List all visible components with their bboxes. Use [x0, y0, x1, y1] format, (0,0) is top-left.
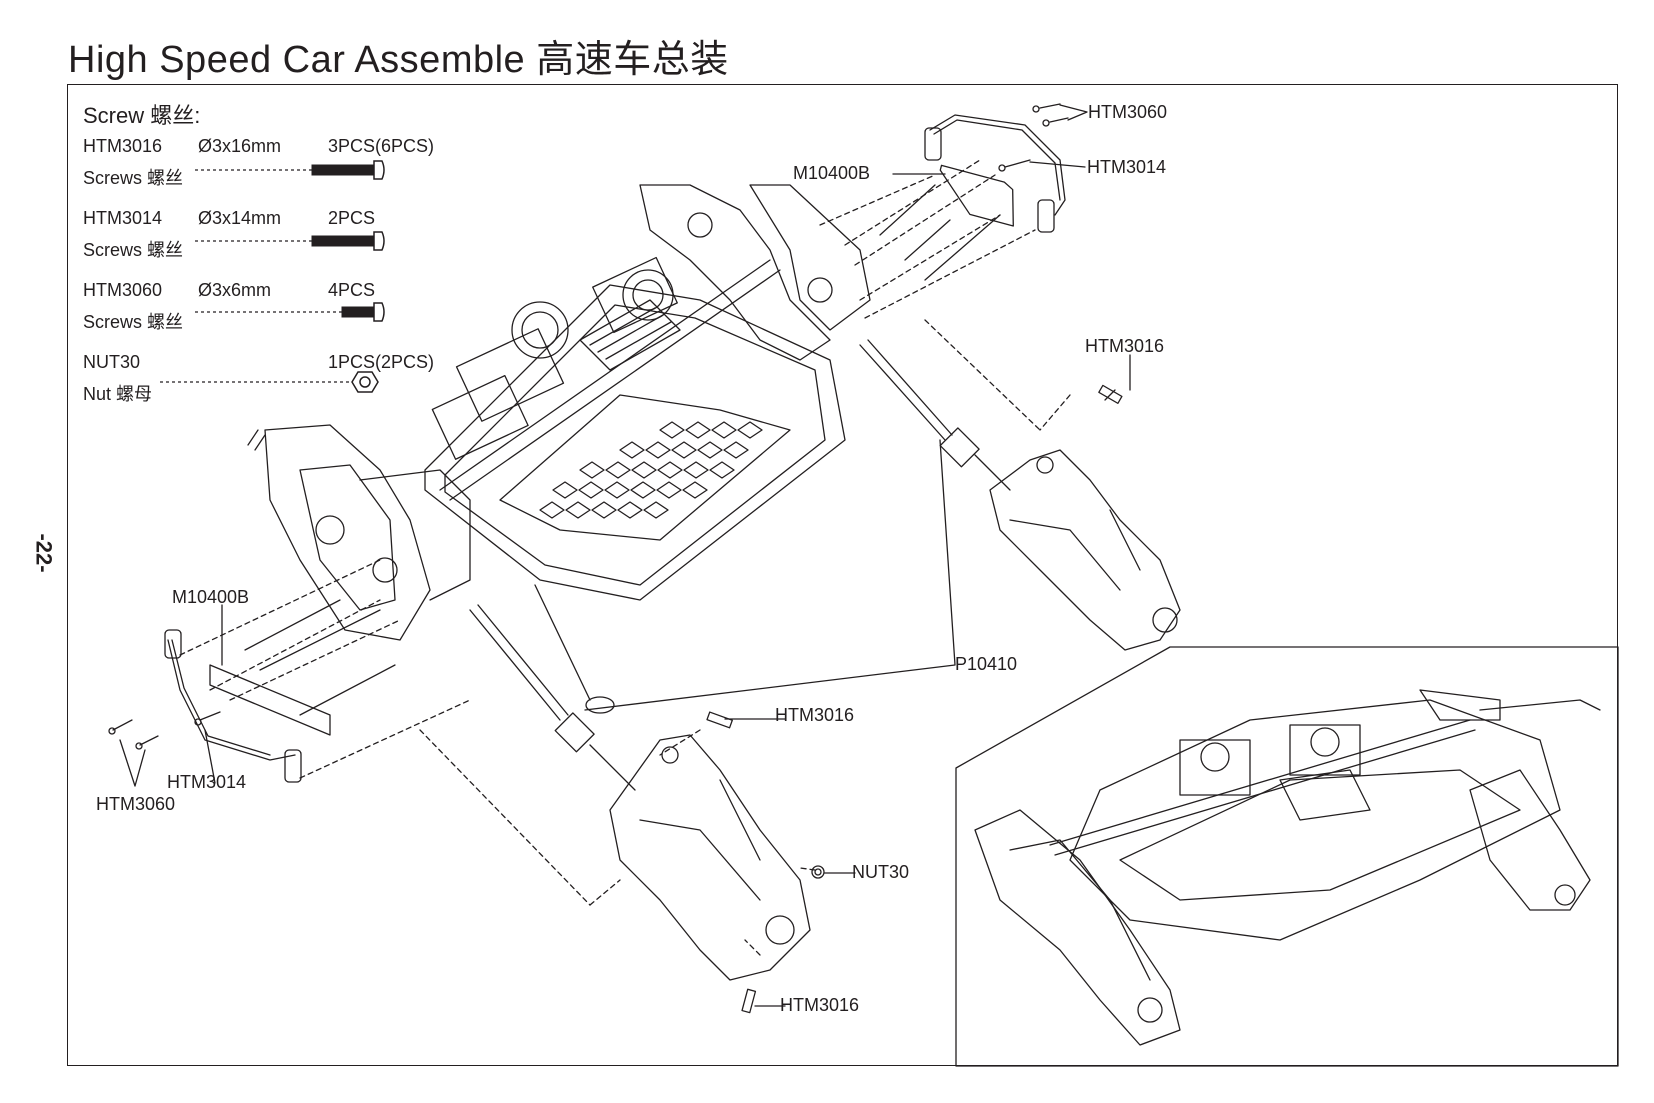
screw-icon — [311, 160, 385, 322]
part-row-nut30: NUT30 1PCS(2PCS) Nut 螺母 — [83, 352, 463, 424]
inset-assembly — [974, 689, 1601, 1046]
callout-htm3014-left: HTM3014 — [167, 772, 247, 792]
part-type: Screws 螺丝 — [83, 240, 184, 260]
part-code: HTM3014 — [83, 208, 163, 228]
part-type: Screws 螺丝 — [83, 312, 184, 332]
front-gearbox — [639, 184, 871, 361]
callout-htm3014-top: HTM3014 — [1087, 157, 1167, 177]
callout-m10400b-top: M10400B — [793, 163, 871, 183]
top-dashed-lines — [819, 159, 1041, 431]
part-quantity: 4PCS — [328, 280, 376, 300]
part-type: Screws 螺丝 — [83, 168, 184, 188]
part-code: NUT30 — [83, 352, 141, 372]
inset-frame — [955, 646, 1619, 1067]
leader-lines — [119, 104, 1131, 1007]
part-code: HTM3016 — [83, 136, 163, 156]
parts-list-header: Screw 螺丝: — [83, 103, 201, 128]
part-row-htm3060: HTM3060 Ø3x6mm 4PCS Screws 螺丝 — [83, 280, 463, 352]
left-suspension-arm — [609, 711, 825, 1014]
right-driveshaft — [859, 339, 1123, 491]
callout-htm3016-bottom: HTM3016 — [780, 995, 860, 1015]
part-quantity: 2PCS — [328, 208, 376, 228]
top-wing-mount — [879, 103, 1069, 281]
part-quantity: 1PCS(2PCS) — [328, 352, 435, 372]
part-row-htm3016: HTM3016 Ø3x16mm 3PCS(6PCS) Screws 螺丝 — [83, 136, 463, 208]
part-row-htm3014: HTM3014 Ø3x14mm 2PCS Screws 螺丝 — [83, 208, 463, 280]
callout-htm3016-right: HTM3016 — [1085, 336, 1165, 356]
callout-p10410: P10410 — [955, 654, 1018, 674]
nut-icon — [351, 371, 379, 393]
left-dashed-lines — [179, 559, 816, 956]
page-title: High Speed Car Assemble 高速车总装 — [68, 39, 729, 81]
part-quantity: 3PCS(6PCS) — [328, 136, 435, 156]
left-driveshaft — [469, 584, 636, 791]
callout-m10400b-left: M10400B — [172, 587, 250, 607]
left-wing-mount — [108, 599, 396, 783]
callout-htm3016-mid: HTM3016 — [775, 705, 855, 725]
callout-htm3060-left: HTM3060 — [96, 794, 176, 814]
part-type: Nut 螺母 — [83, 384, 153, 404]
rear-gearbox — [247, 424, 471, 641]
parts-list: Screw 螺丝: HTM3016 Ø3x16mm 3PCS(6PCS) Scr… — [83, 98, 463, 424]
part-dimension: Ø3x16mm — [198, 136, 282, 156]
right-suspension-arm — [989, 449, 1181, 651]
assembly-frame — [67, 84, 1618, 1066]
part-dimension: Ø3x6mm — [198, 280, 272, 300]
part-dimension: Ø3x14mm — [198, 208, 282, 228]
callout-nut30: NUT30 — [852, 862, 910, 882]
chassis-body — [424, 256, 846, 601]
part-code: HTM3060 — [83, 280, 163, 300]
callout-htm3060-top: HTM3060 — [1088, 102, 1168, 122]
